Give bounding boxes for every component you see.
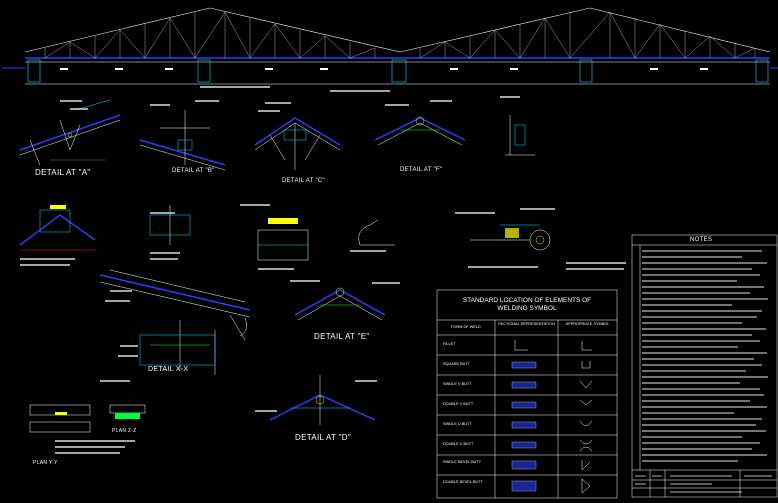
weld-row-square-butt: SQUARE BUTT [443, 362, 471, 366]
notes-title: NOTES [690, 237, 713, 243]
notes-text-lines [642, 250, 768, 462]
detail-f-label: DETAIL AT "F" [400, 167, 443, 173]
weld-row-double-bevel: DOUBLE BEVEL BUTT [443, 480, 483, 484]
weld-row-fillet: FILLET [443, 342, 456, 346]
detail-xx-label: DETAIL X-X [148, 366, 189, 373]
title-block-lines [635, 475, 772, 493]
detail-c-label: DETAIL AT "C" [282, 178, 325, 184]
weld-row-double-u: DOUBLE U BUTT [443, 442, 474, 446]
detail-d-drawing [269, 375, 376, 425]
detail-d-label: DETAIL AT "D" [295, 433, 351, 442]
title-block-revisions [632, 471, 777, 497]
plan-zz-label: PLAN Z-Z [112, 428, 137, 434]
weld-row-single-u: SINGLE U BUTT [443, 422, 472, 426]
weld-row-double-v: DOUBLE V BUTT [443, 402, 474, 406]
weld-row-single-v: SINGLE V BUTT [443, 382, 472, 386]
detail-xx-drawing [99, 269, 251, 375]
mid-row-drawings [19, 205, 551, 261]
col-header-form: FORM OF WELD [451, 325, 481, 329]
detail-b-drawing [139, 110, 226, 171]
welding-table-title-line1: STANDARD LOCATION OF ELEMENTS OF [462, 297, 592, 304]
detail-a-drawing [19, 99, 121, 166]
welding-table-frame [436, 289, 618, 499]
plan-yy-label: PLAN Y-Y [33, 460, 58, 466]
col-header-symbol: APPROPRIATE SYMBOL [565, 322, 610, 326]
detail-e-label: DETAIL AT "E" [314, 332, 370, 341]
welding-table-title: STANDARD LOCATION OF ELEMENTS OF WELDING… [437, 297, 617, 313]
col-header-sectional: SECTIONAL REPRESENTATION [498, 322, 555, 326]
detail-a-label: DETAIL AT "A" [35, 168, 91, 177]
weld-row-single-bevel: SINGLE BEVEL BUTT [443, 460, 482, 464]
notes-frame [631, 234, 778, 498]
welding-table-title-line2: WELDING SYMBOL [497, 305, 557, 312]
detail-f-drawing [374, 116, 466, 146]
roof-truss-elevation [2, 7, 778, 85]
detail-c-drawing [254, 117, 341, 170]
plan-drawings [29, 404, 146, 433]
detail-b-label: DETAIL AT "B" [172, 168, 215, 174]
notes-body [642, 248, 775, 468]
detail-e-drawing [294, 287, 386, 321]
small-section-drawing [505, 115, 535, 156]
